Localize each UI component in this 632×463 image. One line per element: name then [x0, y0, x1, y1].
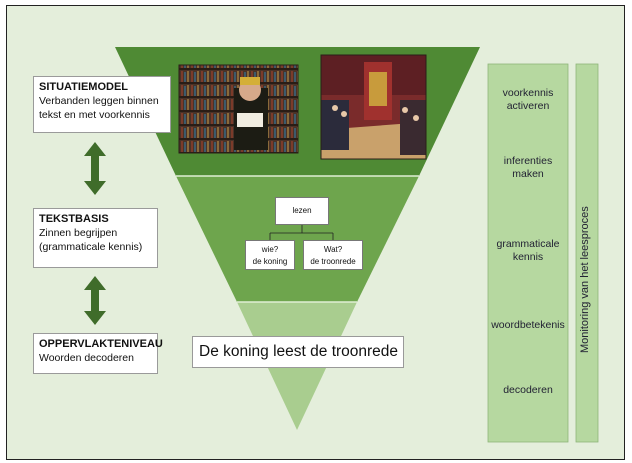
monitoring-label: Monitoring van het leesproces [579, 206, 591, 353]
monitoring-column [575, 63, 599, 443]
process-line: inferenties [503, 155, 553, 167]
level-line: Zinnen begrijpen [39, 227, 118, 239]
process-label: voorkennis activeren [489, 87, 567, 113]
throne-speech-hall-photo [320, 54, 427, 160]
tree-left-box: wie? de koning [245, 240, 295, 270]
process-line: decoderen [503, 384, 553, 396]
level-title: SITUATIEMODEL [39, 81, 129, 93]
tree-left-answer: de koning [252, 257, 288, 266]
process-label: inferenties maken [489, 155, 567, 181]
level-box-oppervlakteniveau: OPPERVLAKTENIVEAU Woorden decoderen [33, 333, 163, 374]
triangle-middle-layer [176, 176, 419, 302]
level-line: Verbanden leggen binnen [39, 95, 159, 107]
level-line: tekst en met voorkennis [39, 109, 150, 121]
process-label: grammaticale kennis [489, 238, 567, 264]
level-title: TEKSTBASIS [39, 213, 109, 225]
process-column [487, 63, 569, 443]
tree-root-box: lezen [275, 197, 329, 225]
tree-right-answer: de troonrede [310, 257, 356, 266]
process-line: woordbetekenis [491, 319, 565, 331]
double-arrow-upper [84, 142, 106, 195]
level-box-situatiemodel: SITUATIEMODEL Verbanden leggen binnen te… [33, 76, 171, 133]
level-line: Woorden decoderen [39, 352, 134, 364]
tree-connectors [269, 225, 334, 240]
process-line: grammaticale [496, 238, 560, 250]
process-line: voorkennis [502, 87, 554, 99]
process-line: maken [512, 168, 544, 180]
level-line: (grammaticale kennis) [39, 241, 143, 253]
tree-left-question: wie? [261, 245, 279, 254]
process-line: kennis [512, 251, 544, 263]
king-reading-photo [178, 64, 299, 154]
level-box-tekstbasis: TEKSTBASIS Zinnen begrijpen (grammatical… [33, 208, 158, 268]
process-label: woordbetekenis [489, 319, 567, 332]
double-arrow-lower [84, 276, 106, 325]
process-label: decoderen [489, 384, 567, 397]
tree-root-label: lezen [292, 206, 312, 215]
level-title: OPPERVLAKTENIVEAU [39, 338, 163, 350]
tree-right-question: Wat? [323, 245, 343, 254]
process-line: activeren [506, 100, 550, 112]
tree-right-box: Wat? de troonrede [303, 240, 363, 270]
example-sentence: De koning leest de troonrede [192, 336, 404, 368]
